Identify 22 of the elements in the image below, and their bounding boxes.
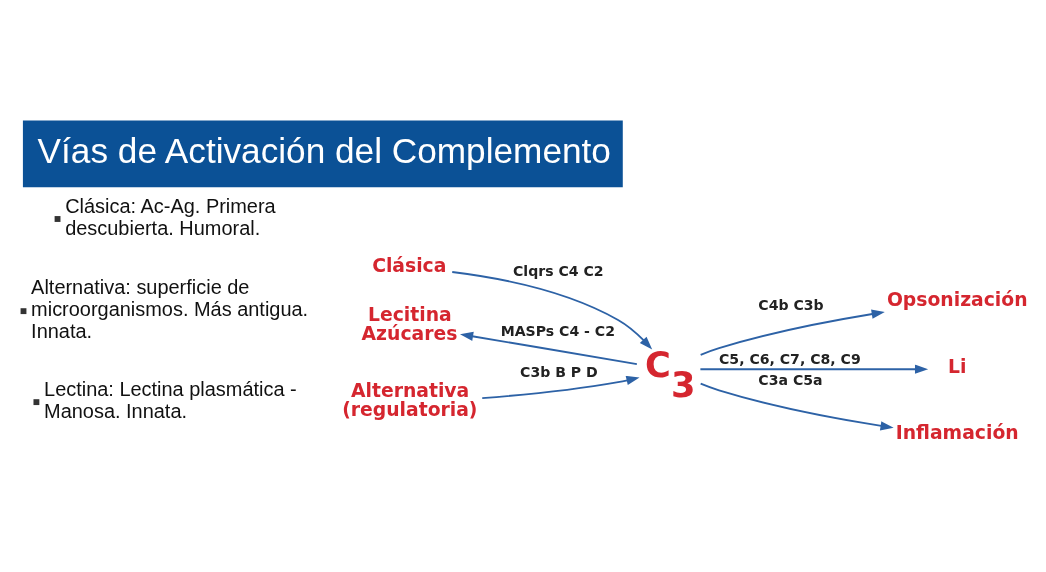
- node-text: Li: [947, 355, 967, 377]
- label: Lectina: Lectina plasmática - Manosa. Innata.: [44, 377, 297, 422]
- edge-label: C4b C3b: [758, 296, 824, 313]
- node-text: Inflamación: [895, 421, 1019, 443]
- arrow: [699, 364, 929, 374]
- node-text: Alternativa (regulatoria): [342, 379, 478, 420]
- arrow: [451, 270, 653, 349]
- node-text: Opsonización: [886, 288, 1028, 310]
- arrow: [460, 331, 638, 365]
- arrow: [481, 375, 640, 399]
- arrow: [699, 382, 894, 430]
- edge-label: C5, C6, C7, C8, C9: [719, 350, 861, 367]
- edge-label: MASPs C4 - C2: [500, 322, 615, 339]
- node-text: Lecitina Azúcares: [361, 303, 458, 344]
- label: Alternativa: superficie de microorganismos. Más antigua. Innata.: [31, 275, 309, 342]
- arrow: [699, 309, 885, 356]
- diagram-title: Vías de Activación del Complemento: [37, 130, 611, 170]
- label: Clásica: Ac-Ag. Primera descubierta. Humoral.: [65, 194, 276, 239]
- node-text: Clásica: [372, 254, 447, 276]
- edge-label: Clqrs C4 C2: [513, 262, 604, 279]
- edge-label: C3b B P D: [520, 363, 598, 380]
- edge-label: C3a C5a: [758, 371, 823, 388]
